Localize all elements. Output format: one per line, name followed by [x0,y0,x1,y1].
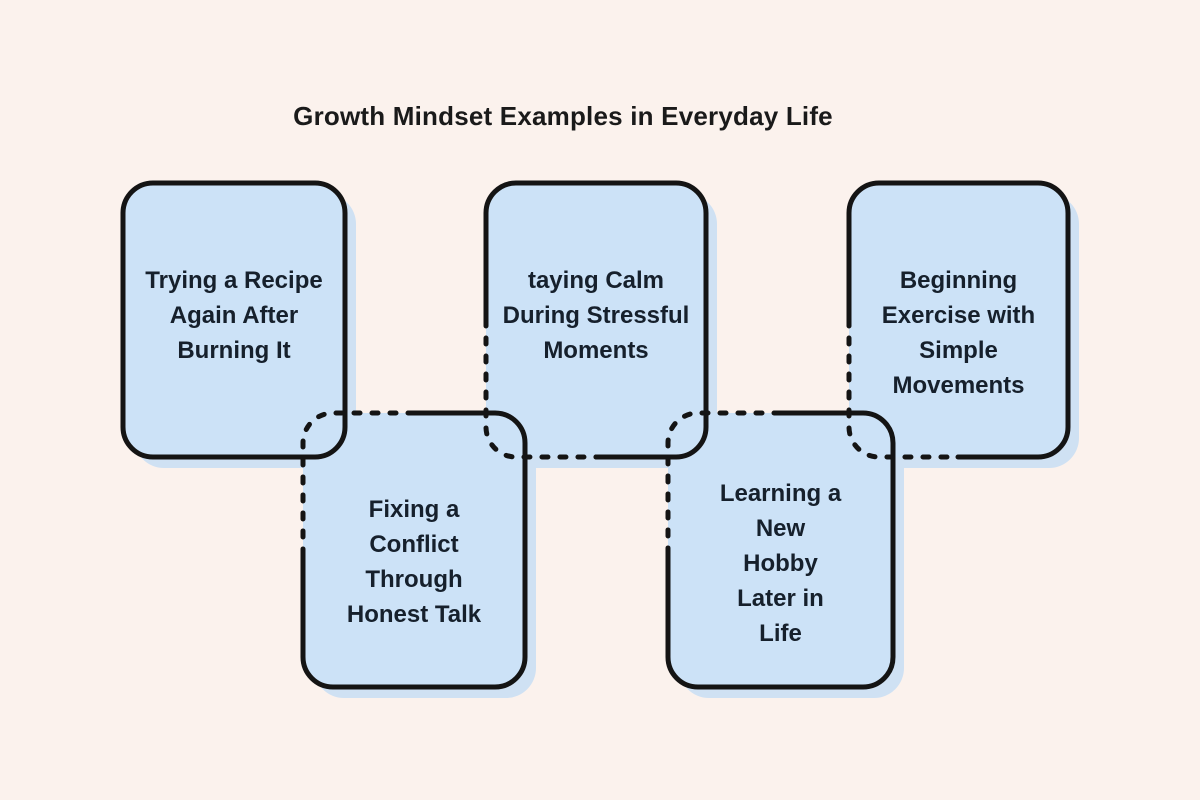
card-4-border-solid [665,410,896,690]
card-5-border-dashed [846,317,961,460]
card-3-border-dashed [483,317,599,460]
card-borders [120,180,1071,690]
card-3-fill [486,183,706,457]
card-2-label: Fixing a Conflict Through Honest Talk [346,496,482,628]
card-1-label: Trying a Recipe Again After Burning It [145,266,323,364]
card-2-border-dashed [300,410,417,553]
card-fills [123,183,1068,687]
card-1-fill [123,183,345,457]
card-4-fill [668,413,893,687]
card-5-label: Beginning Exercise with Simple Movements [881,267,1036,399]
card-1-border [120,180,348,460]
card-3-border-solid [483,180,709,460]
card-5-border-solid [846,180,1071,460]
card-4-border-dashed [665,410,783,553]
card-5-fill [849,183,1068,457]
card-2-fill [303,413,525,687]
card-2-border-solid [300,410,528,690]
card-3-label: taying Calm During Stressful Moments [502,266,690,364]
page-title: Growth Mindset Examples in Everyday Life [293,101,833,131]
card-4-label: Learning a New Hobby Later in Life [719,479,842,647]
